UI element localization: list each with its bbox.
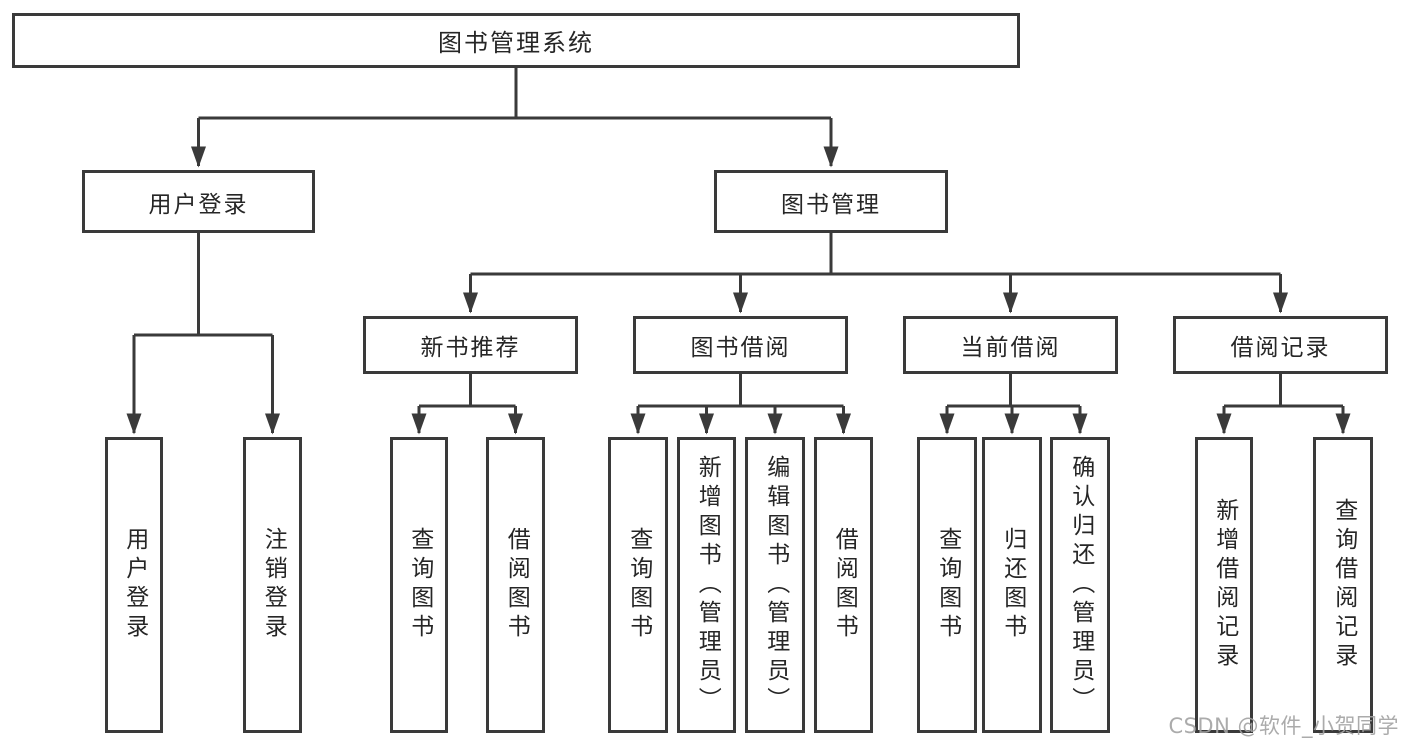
node-borrow-records: 借阅记录 (1173, 316, 1388, 374)
leaf-bb-borrow-books-label: 借阅图书 (831, 527, 858, 643)
leaf-bb-query-books: 查询图书 (608, 437, 668, 733)
node-book-management: 图书管理 (714, 170, 948, 233)
leaf-user-login-label: 用户登录 (121, 527, 148, 643)
leaf-bb-borrow-books: 借阅图书 (814, 437, 873, 733)
leaf-bb-query-books-label: 查询图书 (625, 527, 652, 643)
leaf-cb-query-books: 查询图书 (917, 437, 977, 733)
leaf-bb-add-books-admin-label: 新增图书（管理员） (694, 454, 721, 716)
node-library-management-system: 图书管理系统 (12, 13, 1020, 68)
watermark: CSDN @软件_小贺同学 (1168, 714, 1399, 738)
leaf-bb-edit-books-admin-label: 编辑图书（管理员） (762, 454, 789, 716)
node-current-borrow: 当前借阅 (903, 316, 1118, 374)
node-book-borrow: 图书借阅 (633, 316, 848, 374)
leaf-rec-query-books: 查询图书 (390, 437, 448, 733)
leaf-logout: 注销登录 (243, 437, 302, 733)
leaf-rec-borrow-books-label: 借阅图书 (503, 527, 530, 643)
leaf-br-add-record: 新增借阅记录 (1195, 437, 1253, 733)
leaf-cb-query-books-label: 查询图书 (934, 527, 961, 643)
leaf-rec-query-books-label: 查询图书 (406, 527, 433, 643)
leaf-bb-edit-books-admin: 编辑图书（管理员） (745, 437, 805, 733)
leaf-user-login: 用户登录 (105, 437, 163, 733)
leaf-cb-return-books: 归还图书 (982, 437, 1042, 733)
leaf-bb-add-books-admin: 新增图书（管理员） (677, 437, 736, 733)
leaf-cb-confirm-return-admin-label: 确认归还（管理员） (1067, 454, 1094, 716)
leaf-rec-borrow-books: 借阅图书 (486, 437, 545, 733)
node-user-login: 用户登录 (82, 170, 315, 233)
leaf-br-add-record-label: 新增借阅记录 (1211, 498, 1238, 672)
leaf-br-query-record: 查询借阅记录 (1313, 437, 1373, 733)
leaf-cb-return-books-label: 归还图书 (999, 527, 1026, 643)
node-new-book-recommend: 新书推荐 (363, 316, 578, 374)
leaf-br-query-record-label: 查询借阅记录 (1330, 498, 1357, 672)
leaf-cb-confirm-return-admin: 确认归还（管理员） (1050, 437, 1110, 733)
leaf-logout-label: 注销登录 (260, 527, 287, 643)
